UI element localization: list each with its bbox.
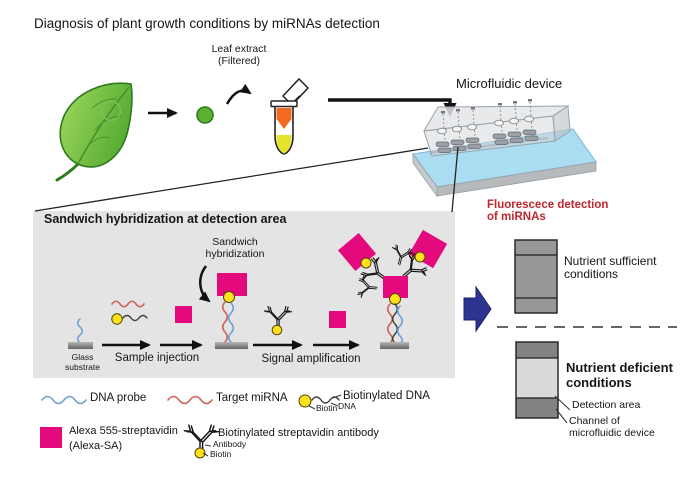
sandwich-line2: hybridization — [205, 247, 265, 260]
detection-area-label: Detection area — [572, 399, 641, 411]
sufficient-line2: conditions — [564, 267, 619, 282]
microfluidic-device-illustration — [412, 99, 597, 198]
amplification-reagents-icons — [265, 307, 346, 336]
alexa-line1: Alexa 555-streptavidin — [69, 425, 178, 437]
device-connector-arrow-icon — [328, 98, 457, 117]
leaf-extract-line2: (Filtered) — [217, 54, 260, 67]
leaf-punch-circle — [100, 100, 122, 122]
target-mirna-label: Target miRNA — [216, 392, 288, 404]
figure-title: Diagnosis of plant growth conditions by … — [34, 16, 380, 31]
legend-icons — [40, 394, 342, 459]
sufficient-line1: Nutrient sufficient — [564, 254, 657, 268]
leaf-disc-icon — [196, 106, 214, 124]
antibody-legend-label: Biotinylated streptavidin antibody — [218, 427, 379, 439]
signal-amplification-label: Signal amplification — [261, 353, 361, 365]
callout-line-left — [34, 147, 429, 212]
detection-area-leader-line — [554, 395, 571, 411]
glass-line1: Glass — [71, 352, 94, 362]
dna-probe-label: DNA probe — [90, 392, 147, 404]
nutrient-sufficient-label: Nutrient sufficient conditions — [564, 254, 657, 282]
biotin2-small-label: Biotin — [210, 449, 232, 459]
fluorescence-heading: Fluorescece detection of miRNAs — [487, 199, 608, 224]
channel-line2: microfluidic device — [569, 426, 655, 439]
panel-title: Sandwich hybridization at detection area — [44, 212, 287, 226]
device-channels — [435, 99, 539, 153]
result-flow-arrow-icon — [463, 285, 492, 333]
channel-deficient-icon — [515, 341, 571, 424]
leaf-icon — [55, 82, 133, 182]
alexa-square-icon — [175, 306, 192, 323]
deficient-line2: conditions — [566, 374, 632, 390]
channel-line1: Channel of — [569, 415, 620, 427]
antibody-small-label: Antibody — [213, 439, 247, 449]
amplified-complex-icon — [337, 229, 448, 349]
sandwich-pointer-arrow — [198, 265, 211, 303]
callout-line-right — [451, 146, 459, 213]
fluorescence-heading-line1: Fluorescece detection — [487, 199, 609, 211]
leaf-extract-label: Leaf extract (Filtered) — [198, 43, 280, 68]
biotinylated-dna-label: Biotinylated DNA — [343, 390, 430, 402]
target-mirna-icon — [167, 395, 213, 405]
alexa-square-icon — [329, 311, 346, 328]
leaf-extract-line1: Leaf extract — [211, 43, 267, 55]
channel-label: Channel of microfluidic device — [569, 415, 655, 440]
sandwich-hybridization-label: Sandwich hybridization — [192, 236, 278, 261]
sandwich-complex-icon — [215, 273, 248, 349]
fluorescence-heading-line2: of miRNAs — [487, 211, 546, 224]
deficient-line1: Nutrient deficient — [566, 360, 673, 375]
antibody-legend-icon — [184, 425, 218, 459]
tube-icon — [270, 77, 310, 155]
alexa-legend-square-icon — [40, 427, 62, 448]
alexa-label: Alexa 555-streptavidin (Alexa-SA) — [69, 424, 178, 454]
alexa-line2: (Alexa-SA) — [69, 439, 123, 452]
microfluidic-device-label: Microfluidic device — [456, 76, 563, 91]
biotinylated-dna-icon — [298, 394, 342, 410]
sample-injection-label: Sample injection — [114, 352, 200, 364]
glass-substrate-label: Glass substrate — [59, 352, 106, 372]
biotin-small-label: Biotin — [316, 403, 338, 413]
glass-substrate-probe-icon — [68, 318, 93, 349]
dna-probe-icon — [41, 395, 87, 405]
sandwich-line1: Sandwich — [212, 236, 258, 248]
channel-sufficient-icon — [514, 239, 558, 314]
dna-small-label: DNA — [338, 401, 356, 411]
sample-components-icons — [111, 300, 192, 325]
nutrient-deficient-label: Nutrient deficient conditions — [566, 360, 673, 390]
channel-leader-line — [555, 408, 568, 424]
glass-line2: substrate — [65, 362, 100, 373]
transfer-curved-arrow-icon — [225, 83, 252, 105]
